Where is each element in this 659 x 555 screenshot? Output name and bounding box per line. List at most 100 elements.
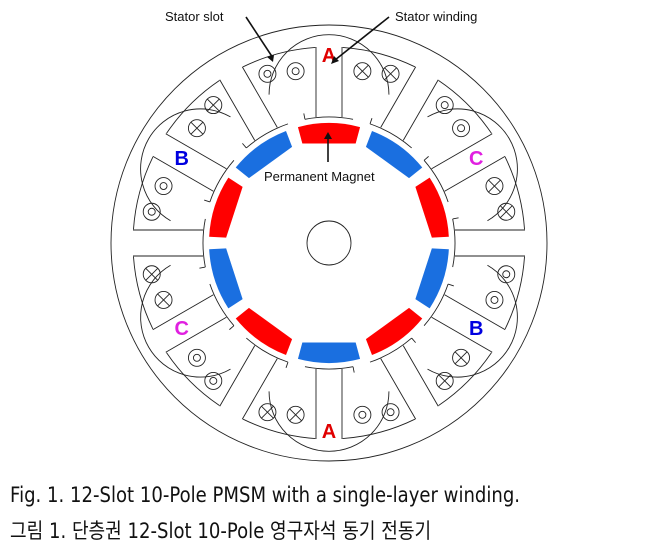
stator-tooth-edge	[241, 358, 278, 420]
phase-label-A: A	[322, 45, 336, 67]
coil-end-arc	[140, 108, 231, 222]
conductor-out-dot-icon	[209, 376, 218, 385]
conductor-in-cross-icon	[289, 408, 302, 422]
phase-label-C: C	[175, 318, 189, 340]
stator-tooth-edge	[165, 133, 227, 170]
slot-lip	[423, 156, 429, 161]
stator-tooth-edge	[219, 345, 256, 407]
stator-slot-back	[166, 352, 220, 406]
conductor-out-dot-icon	[386, 408, 395, 417]
conductor	[497, 265, 516, 284]
stator-tooth-edge	[402, 345, 439, 407]
phase-label-C: C	[469, 148, 483, 170]
slot-lip	[242, 143, 247, 149]
conductor	[258, 64, 277, 83]
conductor	[353, 405, 372, 424]
conductor	[435, 371, 454, 390]
stator-tooth-tip	[423, 160, 449, 203]
conductor	[435, 96, 454, 115]
magnet-north	[297, 123, 361, 144]
stator-tooth-tip	[246, 337, 289, 363]
stator-tooth-tip	[369, 123, 412, 149]
stator-tooth-edge	[380, 66, 417, 128]
conductor	[452, 119, 471, 138]
stator-tooth-tip	[369, 337, 412, 363]
slot-lip	[229, 325, 235, 330]
slot-lip	[204, 199, 211, 203]
rotor-shaft	[306, 220, 352, 266]
conductor	[154, 177, 173, 195]
stator-slot-back	[242, 47, 316, 68]
conductor	[154, 291, 173, 309]
stator-tooth-tip	[452, 218, 456, 268]
conductor	[142, 202, 161, 221]
stator-slot-back	[242, 418, 316, 439]
conductor	[452, 348, 471, 367]
magnet-south	[297, 342, 361, 363]
conductor-out-dot-icon	[159, 182, 168, 190]
stator-tooth-edge	[402, 79, 439, 141]
arrowhead-icon	[324, 132, 332, 139]
stator-outer-edge	[110, 24, 548, 462]
conductor-out-dot-icon	[291, 67, 300, 76]
conductor-out-dot-icon	[192, 353, 201, 362]
stator-slot-back	[133, 156, 154, 230]
label-permanent-magnet: Permanent Magnet	[264, 169, 375, 184]
conductor-in-cross-icon	[488, 179, 501, 193]
conductor	[381, 403, 400, 422]
conductor-in-cross-icon	[384, 67, 397, 81]
conductor	[204, 371, 223, 390]
stator-slot-back	[438, 352, 492, 406]
conductor-in-cross-icon	[438, 374, 452, 388]
coil-end-arc	[427, 108, 518, 222]
phase-label-B: B	[175, 148, 189, 170]
coil-end-arc	[268, 34, 390, 95]
conductor-out-dot-icon	[358, 410, 367, 419]
conductor	[286, 405, 305, 424]
slot-lip	[285, 361, 289, 368]
stator-slot-back	[504, 156, 525, 230]
conductor	[485, 291, 504, 309]
stator-tooth-edge	[431, 316, 493, 353]
conductor	[142, 265, 161, 284]
conductor-out-dot-icon	[147, 207, 156, 216]
magnet-south	[415, 248, 449, 309]
stator-slot-back	[342, 47, 416, 68]
magnet-north	[235, 307, 293, 356]
conductor-in-cross-icon	[206, 98, 220, 112]
conductor	[258, 403, 277, 422]
magnet-south	[235, 130, 293, 179]
conductor-out-dot-icon	[440, 101, 449, 110]
label-stator-winding: Stator winding	[395, 9, 477, 24]
stator-tooth-tip	[209, 283, 235, 326]
conductor	[286, 62, 305, 81]
conductor-in-cross-icon	[261, 405, 274, 419]
conductor	[485, 177, 504, 195]
conductor-out-dot-icon	[457, 124, 466, 133]
slot-lip	[447, 283, 454, 287]
magnet-south	[209, 248, 243, 309]
conductor	[381, 64, 400, 83]
stator-slot-back	[438, 80, 492, 134]
stator-tooth-edge	[431, 133, 493, 170]
stator-tooth-tip	[246, 123, 289, 149]
conductor	[353, 62, 372, 81]
conductor	[187, 348, 206, 367]
slot-lip	[199, 266, 206, 269]
conductor-in-cross-icon	[454, 351, 468, 365]
stator-slot-back	[133, 256, 154, 330]
arrowhead-icon	[331, 56, 339, 64]
conductor-in-cross-icon	[145, 267, 159, 281]
coil-end-arc	[427, 264, 518, 378]
magnet-north	[209, 177, 243, 238]
conductor-in-cross-icon	[157, 293, 170, 307]
conductor-in-cross-icon	[190, 121, 204, 135]
slot-lip	[411, 337, 416, 343]
stator-tooth-edge	[165, 316, 227, 353]
conductor-in-cross-icon	[499, 205, 513, 219]
conductor-out-dot-icon	[490, 296, 499, 304]
stator-tooth-tip	[202, 218, 206, 268]
conductor-out-dot-icon	[502, 270, 511, 279]
arrow-stator-slot	[245, 16, 274, 59]
